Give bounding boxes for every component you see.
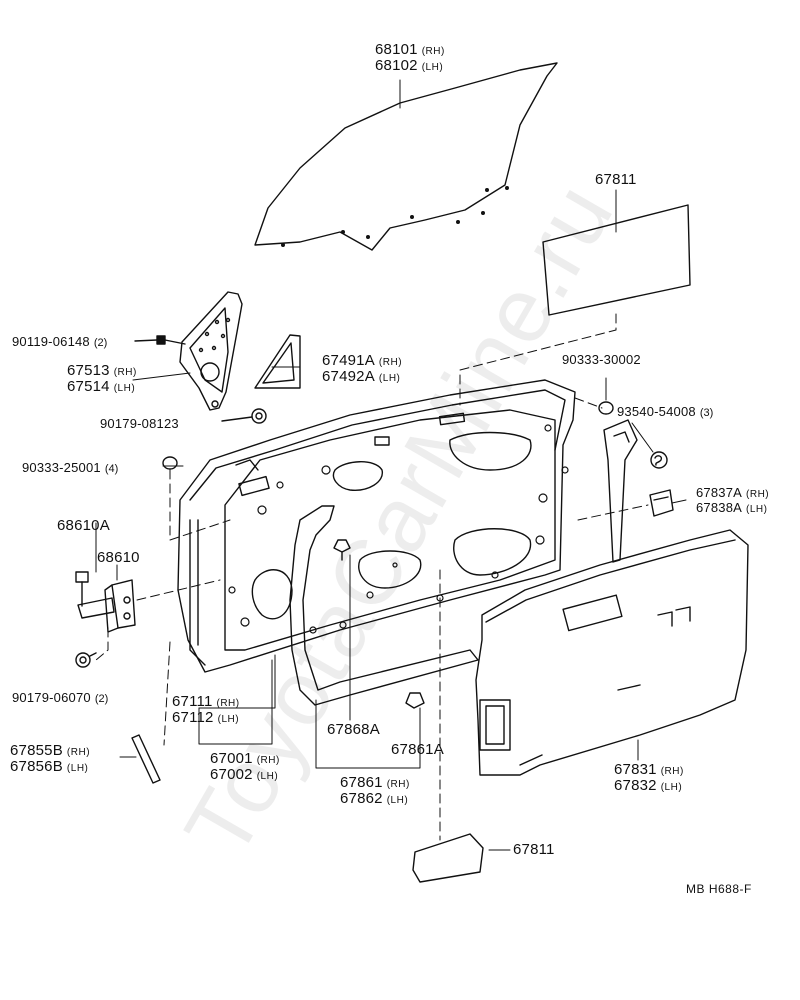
label-67111: 67111(RH) (172, 693, 240, 710)
label-90333-25001: 90333-25001(4) (22, 460, 119, 475)
label-68610: 68610 (97, 549, 140, 566)
clip-67868A (333, 539, 351, 561)
label-67831: 67831(RH) (614, 761, 684, 778)
mirror-bracket (179, 291, 243, 411)
label-67856B: 67856B(LH) (10, 758, 89, 775)
label-67001: 67001(RH) (210, 750, 280, 767)
door-hinge (75, 571, 136, 633)
door-weatherstrip (289, 505, 479, 706)
phantom-lines (95, 313, 649, 841)
door-glass (254, 62, 558, 251)
plug-90333-30002 (598, 401, 614, 415)
label-67861: 67861(RH) (340, 774, 410, 791)
label-67862: 67862(LH) (340, 790, 409, 807)
clip-93540-54008 (650, 451, 668, 469)
outer-weatherstrip (131, 734, 161, 784)
label-90179-06070: 90179-06070(2) (12, 690, 109, 705)
glass-holes (281, 186, 509, 247)
label-67832: 67832(LH) (614, 777, 683, 794)
corner-garnish (254, 334, 301, 389)
label-67514: 67514(LH) (67, 378, 136, 395)
label-90119-06148: 90119-06148(2) (12, 334, 108, 349)
label-93540-54008: 93540-54008(3) (617, 404, 714, 419)
nut-90179-08123 (221, 408, 267, 424)
label-67837A: 67837A(RH) (696, 485, 770, 500)
door-shell-holes (228, 424, 569, 634)
label-67491A: 67491A(RH) (322, 352, 403, 369)
glass-run-channel (603, 419, 638, 563)
label-68101: 68101(RH) (375, 41, 445, 58)
label-67861A: 67861A (391, 741, 444, 758)
diagram-reference-code: MB H688-F (686, 882, 752, 896)
label-68102: 68102(LH) (375, 57, 444, 74)
label-67492A: 67492A(LH) (322, 368, 401, 385)
label-67513: 67513(RH) (67, 362, 137, 379)
door-shell (177, 379, 576, 673)
label-67868A: 67868A (327, 721, 380, 738)
label-67811-top: 67811 (595, 171, 637, 188)
label-67855B: 67855B(RH) (10, 742, 91, 759)
label-90179-08123: 90179-08123 (100, 416, 179, 431)
label-67002: 67002(LH) (210, 766, 279, 783)
small-retainer (649, 489, 674, 517)
label-68610A: 68610A (57, 517, 110, 534)
bolt-90119 (134, 335, 186, 345)
label-67112: 67112(LH) (172, 709, 240, 726)
service-hole-cover-top (542, 204, 691, 316)
door-trim-board (475, 529, 749, 776)
leader-lines (95, 79, 687, 851)
service-hole-cover-bottom (412, 833, 484, 883)
nut-90179-06070 (75, 652, 97, 668)
clip-67861A (405, 692, 425, 709)
grommet-90333-25001 (162, 456, 178, 470)
label-67838A: 67838A(LH) (696, 500, 768, 515)
label-90333-30002: 90333-30002 (562, 352, 641, 367)
label-67811-bottom: 67811 (513, 841, 555, 858)
